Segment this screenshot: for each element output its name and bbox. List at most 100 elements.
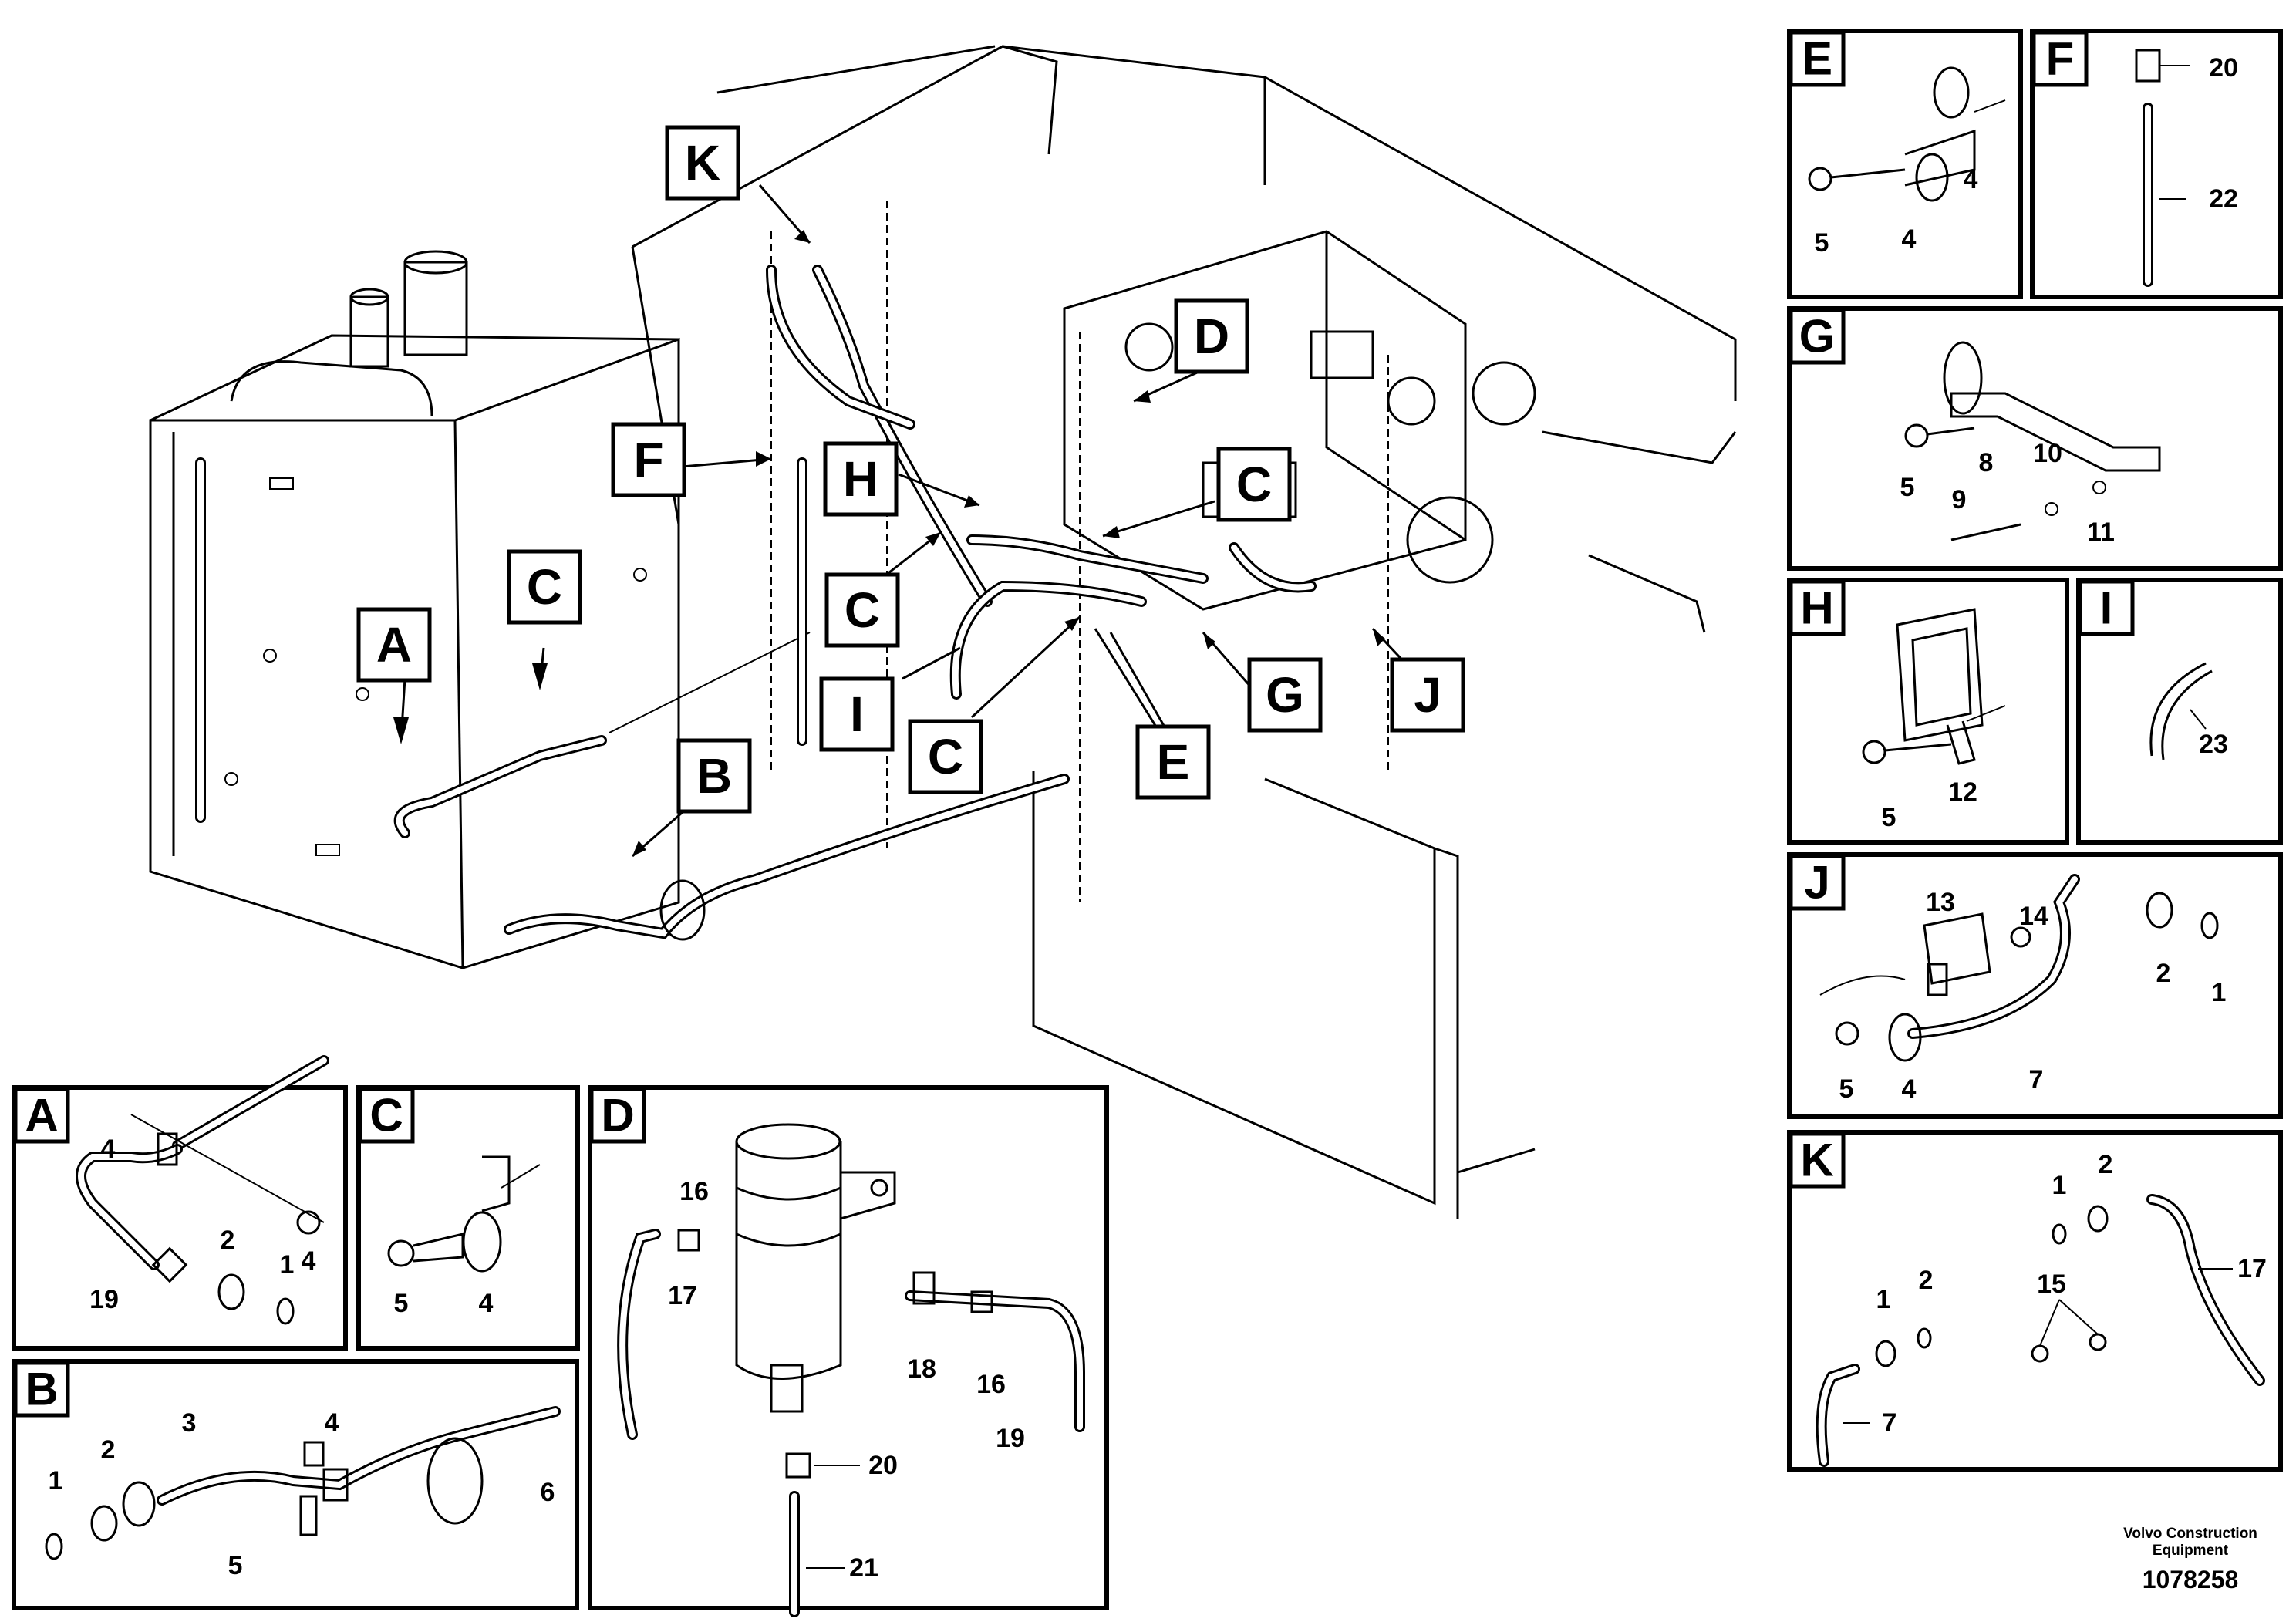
svg-text:20: 20	[868, 1451, 898, 1480]
callout-G[interactable]: G	[1247, 657, 1323, 733]
hydraulic-tank	[149, 250, 680, 969]
svg-text:F: F	[2046, 33, 2075, 85]
svg-text:12: 12	[1948, 777, 1977, 807]
svg-text:F: F	[633, 432, 663, 487]
svg-text:2: 2	[101, 1435, 116, 1465]
svg-text:D: D	[601, 1090, 634, 1141]
callout-C-right[interactable]: C	[1216, 447, 1292, 522]
svg-text:11: 11	[2087, 518, 2115, 547]
svg-text:21: 21	[849, 1553, 878, 1583]
engine	[1063, 230, 1536, 611]
machine-frame	[631, 45, 1737, 1219]
callout-H[interactable]: H	[823, 441, 899, 517]
detail-panel-H: H 5 12	[1787, 578, 2069, 845]
callout-C-middle[interactable]: C	[824, 572, 900, 648]
svg-text:E: E	[1157, 734, 1190, 790]
detail-panel-A: A 4 4 2 1 19	[12, 1055, 348, 1351]
svg-text:I: I	[850, 686, 864, 742]
svg-text:5: 5	[228, 1551, 243, 1580]
svg-text:I: I	[2100, 582, 2113, 634]
svg-text:14: 14	[2019, 902, 2048, 931]
footer-company: Volvo Construction Equipment	[2098, 1526, 2283, 1560]
svg-text:8: 8	[1979, 448, 1994, 477]
svg-text:6: 6	[541, 1478, 555, 1507]
detail-panel-E: E 4 5 4	[1787, 29, 2023, 299]
hoses	[393, 265, 1317, 941]
svg-text:18: 18	[907, 1354, 936, 1384]
svg-text:17: 17	[2237, 1254, 2267, 1283]
svg-text:4: 4	[1964, 165, 1978, 194]
svg-text:10: 10	[2033, 439, 2062, 468]
svg-text:2: 2	[221, 1226, 235, 1255]
detail-panel-G: G 5 8 10 9 11	[1787, 306, 2283, 571]
svg-text:4: 4	[325, 1408, 339, 1438]
main-assembly-illustration: K D F H C C C C	[149, 45, 1737, 1219]
callout-K[interactable]: K	[665, 125, 740, 201]
svg-text:B: B	[696, 748, 732, 804]
svg-text:C: C	[527, 559, 562, 615]
detail-panel-D: D 16 17 18 16 19 20 21	[588, 1085, 1109, 1617]
svg-text:20: 20	[2209, 53, 2238, 83]
svg-text:B: B	[25, 1364, 58, 1415]
svg-text:22: 22	[2209, 184, 2238, 214]
svg-text:5: 5	[1839, 1074, 1854, 1104]
svg-text:D: D	[1194, 309, 1229, 364]
svg-text:15: 15	[2037, 1270, 2066, 1299]
drawing-number: 1078258	[2142, 1566, 2239, 1593]
callout-B[interactable]: B	[676, 738, 752, 814]
svg-text:16: 16	[679, 1177, 709, 1206]
svg-text:19: 19	[996, 1424, 1025, 1453]
svg-text:4: 4	[479, 1289, 494, 1318]
detail-panel-J: J 13 14 2 1 5 4 7	[1787, 852, 2283, 1119]
svg-text:H: H	[1800, 582, 1833, 634]
detail-panel-B: B 1 2 3 4 6 5	[12, 1359, 579, 1610]
detail-panel-C: C 5 4	[356, 1085, 580, 1351]
svg-text:H: H	[843, 451, 878, 507]
svg-text:1: 1	[1876, 1285, 1891, 1314]
svg-text:E: E	[1802, 33, 1832, 85]
svg-text:J: J	[1804, 857, 1829, 909]
callout-F[interactable]: F	[611, 422, 686, 497]
svg-text:7: 7	[2029, 1065, 2044, 1094]
svg-text:G: G	[1266, 667, 1304, 723]
callout-C-lower[interactable]: C	[908, 719, 983, 794]
svg-text:1: 1	[2212, 978, 2227, 1007]
svg-text:A: A	[376, 617, 412, 673]
svg-text:C: C	[845, 582, 880, 638]
svg-text:2: 2	[2099, 1150, 2113, 1179]
svg-text:4: 4	[302, 1246, 316, 1276]
callout-I[interactable]: I	[819, 676, 895, 752]
svg-text:7: 7	[1883, 1408, 1897, 1438]
svg-text:9: 9	[1952, 485, 1967, 514]
svg-text:3: 3	[182, 1408, 197, 1438]
callout-D[interactable]: D	[1174, 298, 1249, 374]
svg-text:C: C	[1236, 457, 1272, 512]
svg-text:4: 4	[1902, 224, 1917, 254]
svg-text:2: 2	[1919, 1266, 1934, 1295]
svg-text:G: G	[1799, 311, 1836, 363]
svg-text:5: 5	[1815, 228, 1829, 258]
company-name-line1: Volvo Construction	[2123, 1526, 2257, 1542]
company-name-line2: Equipment	[2152, 1543, 2229, 1559]
svg-text:19: 19	[89, 1285, 119, 1314]
svg-text:1: 1	[49, 1466, 63, 1496]
svg-text:5: 5	[1882, 803, 1896, 832]
callout-C-tank[interactable]: C	[507, 549, 582, 625]
svg-text:K: K	[685, 135, 720, 191]
callout-E[interactable]: E	[1135, 724, 1211, 800]
svg-text:K: K	[1800, 1135, 1833, 1186]
svg-text:4: 4	[1902, 1074, 1917, 1104]
svg-text:17: 17	[668, 1281, 697, 1310]
svg-text:16: 16	[976, 1370, 1006, 1399]
svg-text:A: A	[25, 1090, 58, 1141]
detail-panel-K: K 2 1 17 15 1 2 7	[1787, 1130, 2283, 1472]
detail-panel-F: F 20 22	[2030, 29, 2283, 299]
svg-text:C: C	[369, 1090, 403, 1141]
callout-J[interactable]: J	[1390, 657, 1465, 733]
svg-text:2: 2	[2156, 959, 2171, 988]
svg-text:5: 5	[1900, 473, 1915, 502]
svg-text:13: 13	[1926, 888, 1955, 917]
svg-text:C: C	[928, 729, 963, 784]
callout-A[interactable]: A	[356, 607, 432, 683]
